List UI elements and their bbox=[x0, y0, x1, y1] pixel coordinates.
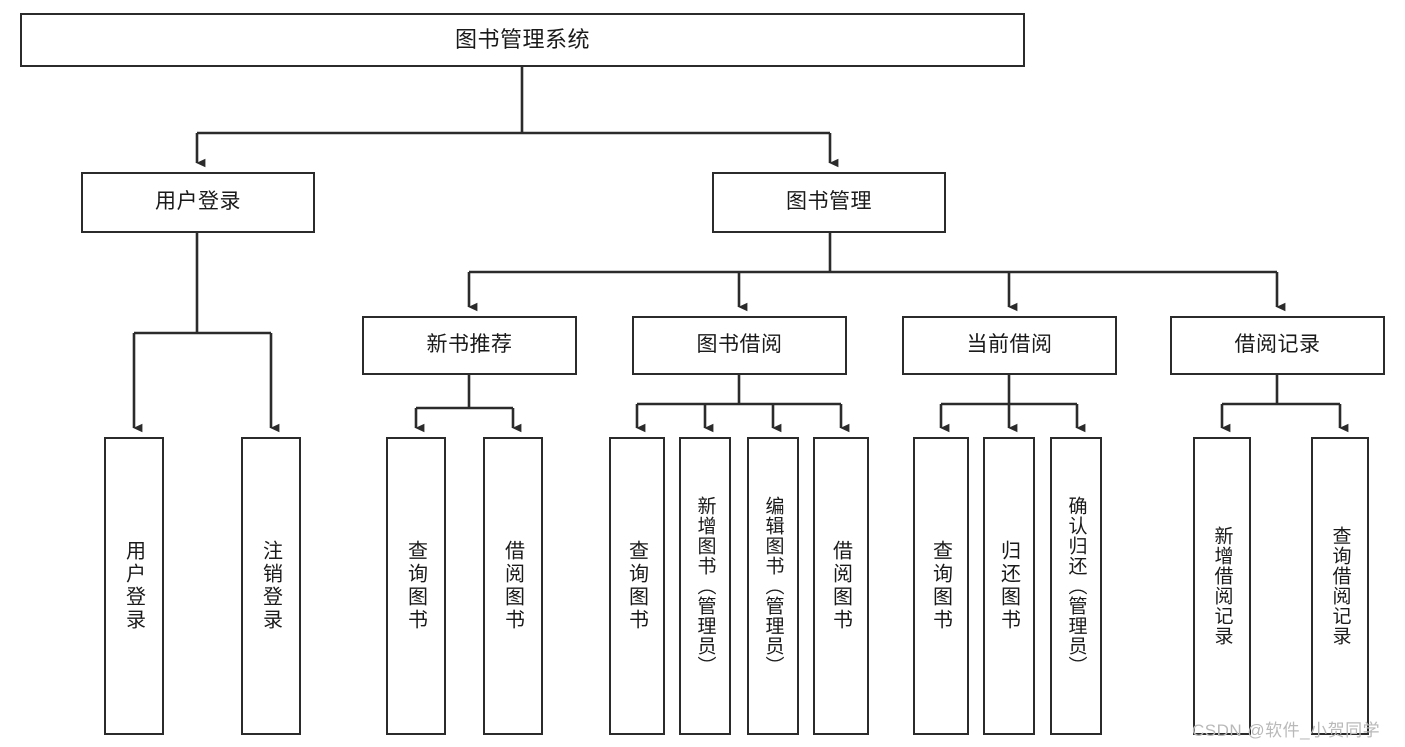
node-label: 新增借阅记录 bbox=[1211, 526, 1233, 646]
node-label: 查询图书 bbox=[625, 540, 648, 632]
leaf-borrow-edit-book-admin[interactable]: 编辑图书（管理员） bbox=[747, 437, 799, 735]
node-label: 用户登录 bbox=[155, 190, 241, 214]
node-current-borrow[interactable]: 当前借阅 bbox=[902, 316, 1117, 375]
leaf-user-logout[interactable]: 注销登录 bbox=[241, 437, 301, 735]
leaf-borrow-add-book-admin[interactable]: 新增图书（管理员） bbox=[679, 437, 731, 735]
node-book-borrow[interactable]: 图书借阅 bbox=[632, 316, 847, 375]
node-new-book-recommend[interactable]: 新书推荐 bbox=[362, 316, 577, 375]
leaf-record-add-borrow-record[interactable]: 新增借阅记录 bbox=[1193, 437, 1251, 735]
node-label: 当前借阅 bbox=[966, 333, 1053, 357]
node-book-management[interactable]: 图书管理 bbox=[712, 172, 946, 233]
node-borrow-record[interactable]: 借阅记录 bbox=[1170, 316, 1385, 375]
leaf-current-query-book[interactable]: 查询图书 bbox=[913, 437, 969, 735]
leaf-recommend-query-book[interactable]: 查询图书 bbox=[386, 437, 446, 735]
node-label: 用户登录 bbox=[122, 540, 145, 632]
leaf-borrow-query-book[interactable]: 查询图书 bbox=[609, 437, 665, 735]
node-label: 图书管理系统 bbox=[454, 27, 590, 53]
node-label: 借阅图书 bbox=[501, 540, 524, 632]
csdn-watermark: CSDN @软件_小贺同学 bbox=[1192, 721, 1381, 740]
node-label: 归还图书 bbox=[997, 540, 1020, 632]
leaf-current-return-book[interactable]: 归还图书 bbox=[983, 437, 1035, 735]
node-label: 确认归还（管理员） bbox=[1065, 496, 1087, 676]
node-label: 注销登录 bbox=[259, 540, 282, 632]
leaf-user-login[interactable]: 用户登录 bbox=[104, 437, 164, 735]
node-label: 编辑图书（管理员） bbox=[762, 496, 784, 676]
node-root-book-management-system[interactable]: 图书管理系统 bbox=[20, 13, 1025, 67]
leaf-recommend-borrow-book[interactable]: 借阅图书 bbox=[483, 437, 543, 735]
leaf-record-query-borrow-record[interactable]: 查询借阅记录 bbox=[1311, 437, 1369, 735]
leaf-current-confirm-return-admin[interactable]: 确认归还（管理员） bbox=[1050, 437, 1102, 735]
node-label: 新增图书（管理员） bbox=[694, 496, 716, 676]
node-label: 借阅图书 bbox=[829, 540, 852, 632]
leaf-borrow-borrow-book[interactable]: 借阅图书 bbox=[813, 437, 869, 735]
node-user-login[interactable]: 用户登录 bbox=[81, 172, 315, 233]
node-label: 查询图书 bbox=[404, 540, 427, 632]
node-label: 查询图书 bbox=[929, 540, 952, 632]
node-label: 新书推荐 bbox=[426, 333, 513, 357]
node-label: 借阅记录 bbox=[1234, 333, 1321, 357]
node-label: 图书管理 bbox=[786, 190, 872, 214]
node-label: 图书借阅 bbox=[696, 333, 783, 357]
node-label: 查询借阅记录 bbox=[1329, 526, 1351, 646]
